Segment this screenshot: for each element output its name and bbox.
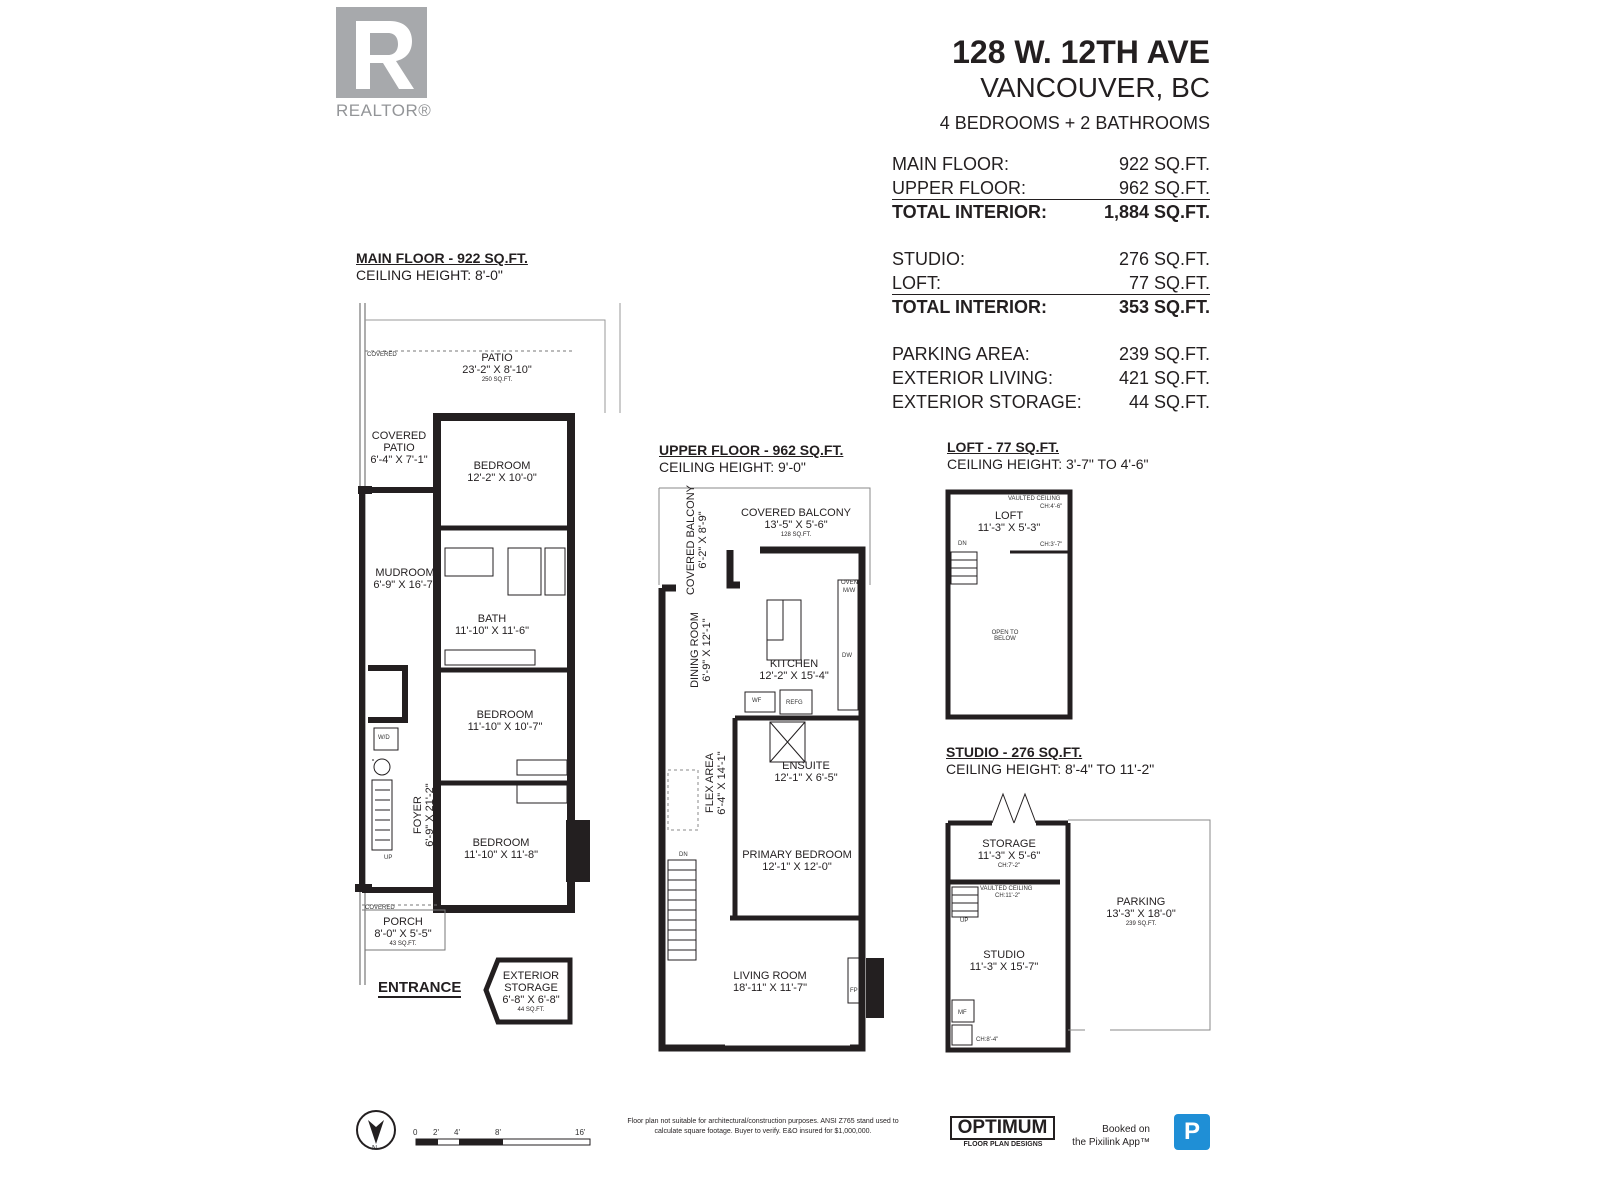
- upper-floor-walls: [658, 487, 884, 1052]
- wine-fridge-label: WF: [752, 698, 762, 704]
- studio-title: STUDIO - 276 SQ.FT.CEILING HEIGHT: 8'-4"…: [946, 744, 1155, 777]
- loft-stairs-down: DN: [958, 541, 967, 547]
- loft-walls: [945, 489, 1073, 720]
- address: 128 W. 12TH AVE: [952, 34, 1210, 70]
- loft-title: LOFT - 77 SQ.FT.CEILING HEIGHT: 3'-7" TO…: [947, 439, 1149, 472]
- area-row: TOTAL INTERIOR: 1,884 SQ.FT.: [892, 201, 1210, 223]
- area-label: TOTAL INTERIOR:: [892, 297, 1047, 317]
- loft-vaulted-note: VAULTED CEILING: [1008, 496, 1061, 502]
- area-label: PARKING AREA:: [892, 344, 1030, 364]
- dishwasher-label: DW: [842, 653, 852, 659]
- area-row: PARKING AREA: 239 SQ.FT.: [892, 343, 1210, 365]
- studio-stairs-up: UP: [960, 918, 969, 924]
- open-to-below-note: OPEN TO BELOW: [991, 630, 1019, 642]
- area-value: 421 SQ.FT.: [1118, 368, 1210, 388]
- area-row: LOFT: 77 SQ.FT.: [892, 272, 1210, 295]
- stairs-up-label: UP: [384, 855, 393, 861]
- loft-ch-low: CH:3'-7": [1040, 542, 1063, 548]
- area-value: 1,884 SQ.FT.: [1103, 202, 1210, 222]
- scale-bar: [415, 1138, 591, 1146]
- pixilink-icon: P: [1174, 1114, 1210, 1150]
- area-row: EXTERIOR STORAGE: 44 SQ.FT.: [892, 391, 1210, 413]
- main-floor-title: MAIN FLOOR - 922 SQ.FT.CEILING HEIGHT: 8…: [356, 250, 528, 283]
- studio-ch-label: CH:8'-4": [976, 1037, 999, 1043]
- area-label: TOTAL INTERIOR:: [892, 202, 1047, 222]
- summary: 4 BEDROOMS + 2 BATHROOMS: [939, 113, 1210, 133]
- city: VANCOUVER, BC: [980, 72, 1210, 103]
- area-label: EXTERIOR STORAGE:: [892, 392, 1082, 412]
- washer-dryer-label: W/D: [378, 735, 390, 741]
- area-value: 962 SQ.FT.: [1118, 178, 1210, 198]
- area-row: TOTAL INTERIOR: 353 SQ.FT.: [892, 296, 1210, 318]
- upper-floor-title: UPPER FLOOR - 962 SQ.FT.CEILING HEIGHT: …: [659, 442, 844, 475]
- compass-icon: [356, 1110, 396, 1150]
- loft-ch-high: CH:4'-6": [1040, 504, 1063, 510]
- area-value: 922 SQ.FT.: [1118, 154, 1210, 174]
- fireplace-label: FP: [850, 988, 858, 994]
- area-value: 276 SQ.FT.: [1118, 249, 1210, 269]
- main-floor-walls: [355, 303, 621, 1025]
- area-row: MAIN FLOOR: 922 SQ.FT.: [892, 153, 1210, 175]
- stairs-down-label: DN: [679, 852, 688, 858]
- microwave-label: M/W: [843, 588, 856, 594]
- studio-mf-label: MF: [958, 1010, 967, 1016]
- area-value: 44 SQ.FT.: [1128, 392, 1210, 412]
- scale-0: 0: [413, 1128, 418, 1137]
- area-label: UPPER FLOOR:: [892, 178, 1027, 198]
- area-label: STUDIO:: [892, 249, 966, 269]
- optimum-sub: FLOOR PLAN DESIGNS: [963, 1141, 1043, 1148]
- area-value: 353 SQ.FT.: [1118, 297, 1210, 317]
- oven-label: OVEN: [841, 580, 859, 586]
- area-label: MAIN FLOOR:: [892, 154, 1010, 174]
- realtor-text: REALTOR®: [336, 101, 432, 120]
- realtor-r-icon: [356, 21, 414, 89]
- scale-2: 2': [433, 1128, 439, 1137]
- studio-vaulted-note: VAULTED CEILING: [980, 886, 1033, 892]
- area-label: LOFT:: [892, 273, 942, 293]
- entrance-label: ENTRANCE: [378, 979, 462, 998]
- scale-4: 4': [454, 1128, 460, 1137]
- studio-vaulted-ch: CH:11'-2": [995, 893, 1021, 899]
- area-row: STUDIO: 276 SQ.FT.: [892, 248, 1210, 270]
- area-row: UPPER FLOOR: 962 SQ.FT.: [892, 177, 1210, 200]
- disclaimer: Floor plan not suitable for architectura…: [627, 1118, 899, 1135]
- scale-16: 16': [575, 1128, 586, 1137]
- studio-walls: [945, 792, 1211, 1053]
- scale-8: 8': [495, 1128, 501, 1137]
- area-row: EXTERIOR LIVING: 421 SQ.FT.: [892, 367, 1210, 389]
- area-value: 77 SQ.FT.: [1128, 273, 1210, 293]
- patio-covered-note: COVERED: [367, 352, 397, 358]
- compass-n-label: N: [372, 1145, 378, 1152]
- optimum-logo: OPTIMUM: [950, 1116, 1055, 1140]
- realtor-logo: [336, 7, 427, 98]
- area-value: 239 SQ.FT.: [1118, 344, 1210, 364]
- porch-covered-note: COVERED: [365, 905, 395, 911]
- area-label: EXTERIOR LIVING:: [892, 368, 1054, 388]
- refrigerator-label: REFG: [786, 700, 803, 706]
